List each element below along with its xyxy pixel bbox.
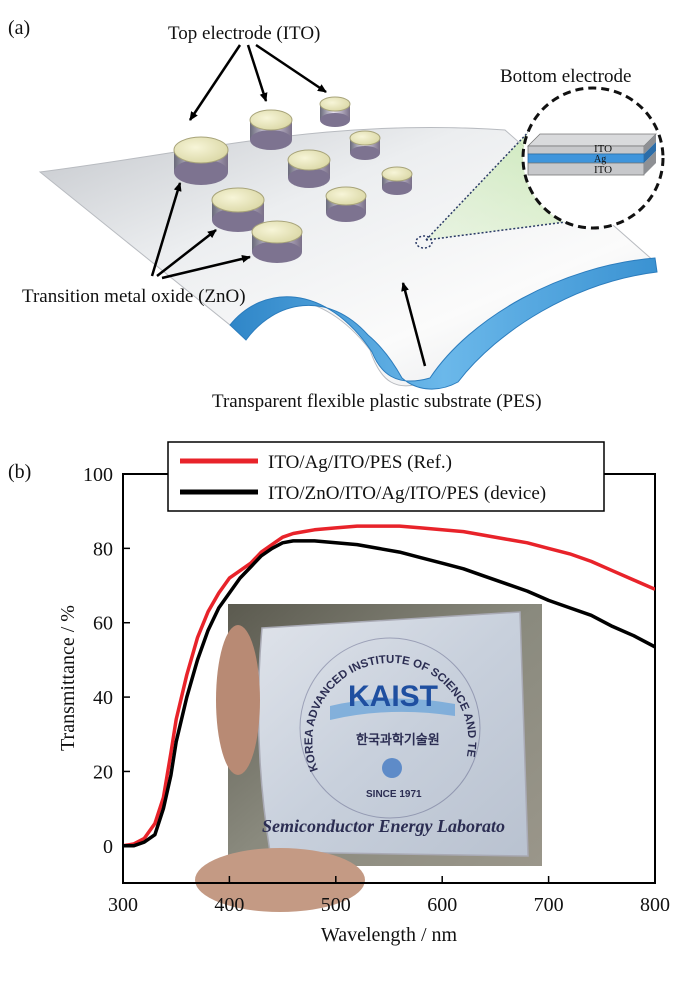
legend-label-device: ITO/ZnO/ITO/Ag/ITO/PES (device) (268, 483, 546, 504)
electrode-disc (251, 220, 303, 263)
label-bottom-electrode: Bottom electrode (500, 66, 631, 87)
y-tick-label: 20 (93, 761, 113, 783)
electrode-disc (381, 166, 413, 195)
stack-layer-ito-bottom: ITO (594, 164, 612, 176)
substrate-blue-edge (229, 257, 658, 390)
label-transition-metal-oxide: Transition metal oxide (ZnO) (22, 286, 246, 307)
electrode-disc (319, 96, 351, 127)
y-tick-label: 100 (83, 464, 113, 486)
thumb (216, 625, 260, 775)
series-line-ref (123, 524, 655, 848)
stack-layer-ag: Ag (594, 154, 606, 165)
photo-emblem (382, 758, 402, 778)
stack-layer-ito-top: ITO (594, 143, 612, 155)
label-substrate: Transparent flexible plastic substrate (… (212, 391, 542, 412)
seal-circle (299, 637, 481, 819)
electrode-disc (325, 186, 367, 222)
x-tick-label: 600 (427, 894, 457, 916)
electrode-disc (249, 109, 293, 150)
finger (195, 848, 365, 912)
label-top-electrode: Top electrode (ITO) (168, 23, 320, 44)
y-tick-label: 0 (103, 836, 113, 858)
y-tick-label: 60 (93, 613, 113, 635)
panel-b-label: (b) (8, 461, 31, 483)
y-axis-label: Transmittance / % (57, 605, 79, 751)
x-tick-label: 400 (214, 894, 244, 916)
legend: ITO/Ag/ITO/PES (Ref.) ITO/ZnO/ITO/Ag/ITO… (167, 441, 605, 512)
electrode-disc (349, 130, 381, 160)
photo-lab-text: Semiconductor Energy Laborato (262, 816, 505, 836)
y-tick-label: 40 (93, 687, 113, 709)
x-axis-label: Wavelength / nm (321, 924, 458, 946)
electrode-disc (211, 187, 265, 232)
x-tick-label: 800 (640, 894, 670, 916)
x-tick-label: 700 (534, 894, 564, 916)
photo-korean: 한국과학기술원 (356, 732, 440, 748)
series-lines (123, 524, 655, 848)
photo-since: SINCE 1971 (366, 789, 422, 800)
photo-kaist-logo: KAIST (348, 680, 438, 713)
electrode-discs (173, 96, 413, 263)
electrode-disc (173, 136, 229, 185)
x-tick-label: 300 (108, 894, 138, 916)
electrode-disc (287, 149, 331, 188)
layer-stack: ITO Ag ITO (527, 133, 657, 176)
legend-label-ref: ITO/Ag/ITO/PES (Ref.) (268, 452, 452, 473)
panel-a-label: (a) (8, 17, 30, 39)
bottom-electrode-zoom: ITO Ag ITO (415, 86, 665, 249)
annotation-arrows (150, 43, 427, 367)
zoom-source-marker (415, 235, 433, 249)
series-line-device (123, 539, 655, 848)
y-tick-label: 80 (93, 538, 113, 560)
axis-ticks: 300 400 500 600 700 800 0 20 40 60 80 100 (83, 464, 670, 916)
logo-band (330, 698, 455, 720)
x-tick-label: 500 (321, 894, 351, 916)
legend-box (167, 441, 605, 512)
